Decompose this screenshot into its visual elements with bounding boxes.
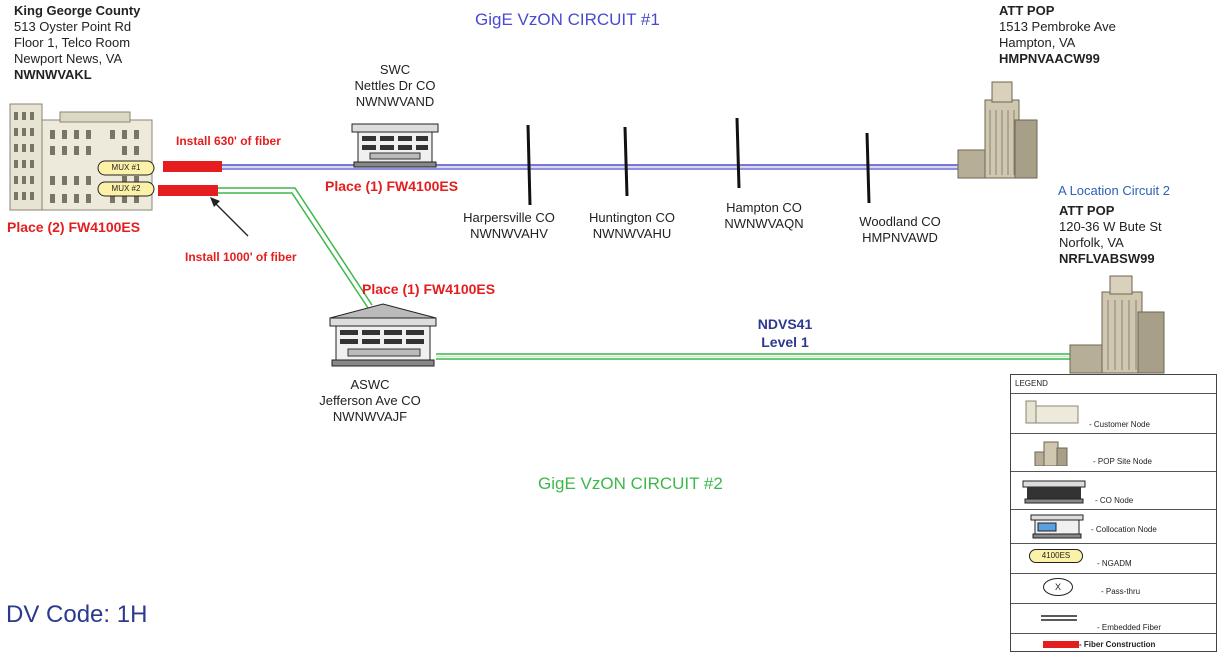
att-pop-1-building [957, 81, 1038, 179]
fiber-construction-icon [1043, 641, 1079, 648]
aswc-clli: NWNWVAJF [332, 409, 408, 424]
legend-title: LEGEND [1015, 379, 1048, 388]
legend-co-label: - CO Node [1095, 496, 1134, 505]
legend-row-co: - CO Node [1011, 471, 1216, 510]
att-pop-2-building [1069, 275, 1165, 374]
circuit1-title: GigE VzON CIRCUIT #1 [475, 10, 660, 29]
collocation-node-icon [1030, 514, 1084, 539]
pass-thru-circle-icon: X [1043, 578, 1073, 596]
legend-row-ngadm: 4100ES - NGADM [1011, 543, 1216, 574]
swc-co-node [351, 123, 439, 168]
pass-thru-clli: HMPNVAWD [862, 230, 938, 245]
ngadm-chip-icon: 4100ES [1029, 549, 1083, 563]
aswc-label: ASWC [350, 377, 390, 392]
aswc-name: Jefferson Ave CO [319, 393, 421, 408]
att-pop-1-address: 1513 Pembroke Ave [999, 19, 1116, 34]
legend-row-fiber-construction: - Fiber Construction [1011, 633, 1216, 651]
pop-site-icon [1034, 441, 1068, 466]
embedded-fiber-icon [1041, 615, 1077, 621]
pass-thru-marker-woodland [865, 132, 871, 204]
customer-address1: 513 Oyster Point Rd [14, 19, 132, 34]
att-pop-1-name: ATT POP [999, 3, 1055, 18]
customer-name: King George County [14, 3, 141, 18]
legend-customer-label: - Customer Node [1089, 420, 1150, 429]
pass-thru-marker-hampton [735, 117, 741, 189]
pass-thru-clli: NWNWVAHV [470, 226, 548, 241]
pass-thru-co-huntington: Huntington CO NWNWVAHU [572, 210, 692, 242]
att-pop-2-location-label: A Location Circuit 2 [1058, 183, 1171, 198]
legend-ngadm-label: - NGADM [1097, 559, 1132, 568]
customer-node-building [9, 103, 155, 211]
install-1000-label: Install 1000' of fiber [185, 250, 297, 264]
legend-fiber-construction-label: - Fiber Construction [1079, 640, 1156, 649]
customer-address2: Floor 1, Telco Room [14, 35, 131, 50]
aswc-co-node [329, 303, 437, 367]
pass-thru-name: Harpersville CO [463, 210, 555, 225]
pass-thru-name: Hampton CO [726, 200, 802, 215]
legend-row-pass-thru: X - Pass-thru [1011, 573, 1216, 604]
legend-pass-thru-label: - Pass-thru [1101, 587, 1141, 596]
place-2-customer-label: Place (2) FW4100ES [7, 219, 141, 235]
legend-row-customer: - Customer Node [1011, 393, 1216, 434]
pass-thru-marker-harpersville [526, 124, 532, 206]
swc-info: SWC Nettles Dr CO NWNWVAND [340, 62, 450, 110]
pass-thru-co-harpersville: Harpersville CO NWNWVAHV [449, 210, 569, 242]
mux1-label: MUX #1 [111, 163, 141, 172]
place-1-swc-label: Place (1) FW4100ES [325, 178, 459, 194]
att-pop-1-info: ATT POP 1513 Pembroke Ave Hampton, VA HM… [999, 3, 1116, 67]
fiber-construction-630 [163, 161, 222, 172]
pass-thru-co-woodland: Woodland CO HMPNVAWD [840, 214, 960, 246]
legend-pop-label: - POP Site Node [1093, 457, 1152, 466]
pass-thru-clli: NWNWVAQN [724, 216, 804, 231]
circuit2-fiber-line [218, 187, 1078, 360]
install-1000-arrow [210, 197, 249, 237]
att-pop-2-clli: NRFLVABSW99 [1059, 251, 1155, 266]
dv-code: DV Code: 1H [6, 601, 148, 628]
ndvs-line2: Level 1 [761, 334, 809, 350]
att-pop-2-info: ATT POP 120-36 W Bute St Norfolk, VA NRF… [1059, 203, 1162, 267]
place-1-aswc-label: Place (1) FW4100ES [362, 281, 496, 297]
legend-row-collocation: - Collocation Node [1011, 509, 1216, 544]
circuit1-fiber-line [222, 164, 958, 170]
swc-name: Nettles Dr CO [354, 78, 436, 93]
pass-thru-marker-huntington [623, 126, 629, 197]
ndvs-label: NDVS41 Level 1 [740, 315, 830, 351]
legend-row-embedded-fiber: - Embedded Fiber [1011, 603, 1216, 634]
legend-row-pop: - POP Site Node [1011, 433, 1216, 472]
att-pop-2-name: ATT POP [1059, 203, 1115, 218]
att-pop-1-clli: HMPNVAACW99 [999, 51, 1100, 66]
customer-node-icon [1025, 400, 1079, 424]
customer-city: Newport News, VA [14, 51, 123, 66]
legend-collocation-label: - Collocation Node [1091, 525, 1157, 534]
aswc-info: ASWC Jefferson Ave CO NWNWVAJF [305, 377, 435, 425]
pass-thru-clli: NWNWVAHU [592, 226, 672, 241]
swc-clli: NWNWVAND [355, 94, 435, 109]
att-pop-1-city: Hampton, VA [999, 35, 1076, 50]
customer-info: King George County 513 Oyster Point Rd F… [14, 3, 140, 83]
mux2-label: MUX #2 [111, 184, 141, 193]
ndvs-line1: NDVS41 [757, 316, 813, 332]
pass-thru-co-hampton: Hampton CO NWNWVAQN [704, 200, 824, 232]
co-node-icon [1022, 480, 1086, 504]
fiber-construction-1000 [158, 185, 218, 196]
att-pop-2-address: 120-36 W Bute St [1059, 219, 1162, 234]
att-pop-2-city: Norfolk, VA [1059, 235, 1124, 250]
legend-embedded-fiber-label: - Embedded Fiber [1097, 623, 1162, 632]
legend-box: LEGEND - Customer Node - POP Site Node -… [1010, 374, 1217, 652]
swc-label: SWC [379, 62, 411, 77]
install-630-label: Install 630' of fiber [176, 134, 281, 148]
circuit2-title: GigE VzON CIRCUIT #2 [538, 474, 723, 493]
pass-thru-name: Woodland CO [859, 214, 941, 229]
pass-thru-name: Huntington CO [589, 210, 675, 225]
customer-clli: NWNWVAKL [14, 67, 92, 82]
